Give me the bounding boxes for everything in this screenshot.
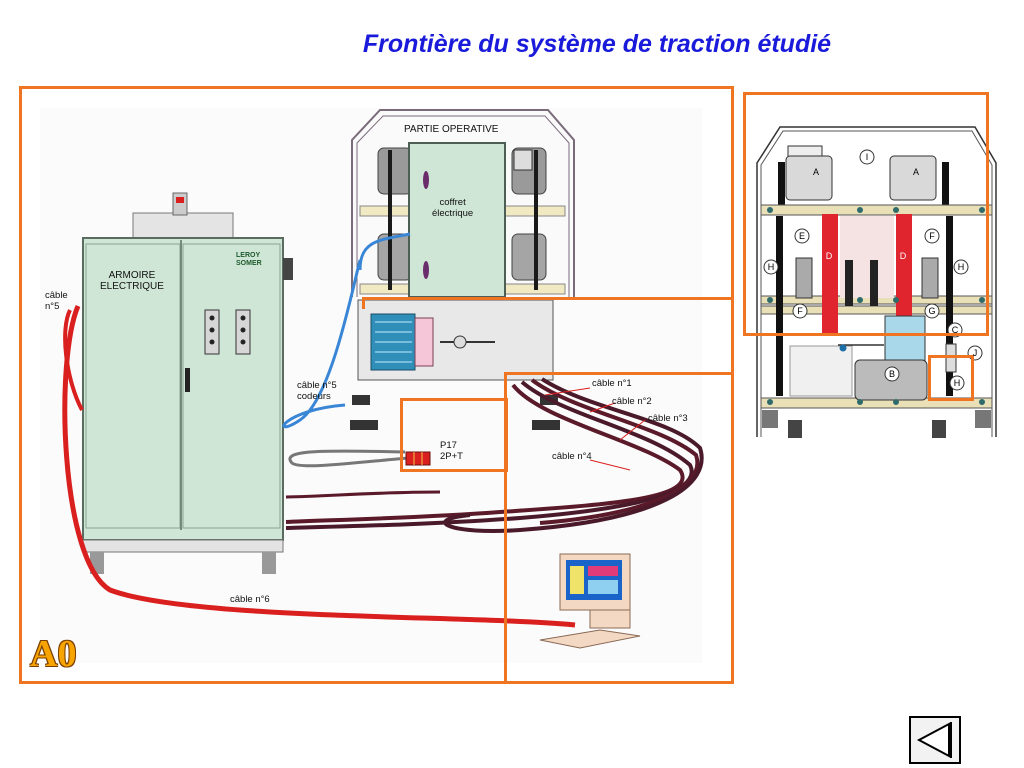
schematic-letter-d1: D xyxy=(825,251,833,261)
schematic-letter-a1: A xyxy=(812,167,819,177)
label-cable4: câble n°4 xyxy=(552,451,592,462)
boundary-frame-schematic xyxy=(743,92,989,336)
boundary-frame-plug xyxy=(400,398,508,472)
armoire-electrique xyxy=(82,192,293,574)
label-plug: P17 2P+T xyxy=(440,440,463,462)
label-cable5-left: câble n°5 xyxy=(45,290,68,312)
label-cable6: câble n°6 xyxy=(230,594,270,605)
slide-tag: A0 xyxy=(30,633,77,675)
schematic-letter-e: E xyxy=(798,231,805,241)
computer-terminal xyxy=(539,553,641,649)
schematic-letter-j: J xyxy=(972,348,978,358)
schematic-letter-i: I xyxy=(865,152,869,162)
schematic-letter-g: G xyxy=(928,306,936,316)
label-coffret: coffret électrique xyxy=(432,197,474,219)
boundary-frame-cables xyxy=(504,372,734,684)
label-cable5-codeurs: câble n°5 codeurs xyxy=(297,380,337,402)
partie-operative xyxy=(350,109,575,430)
label-partie-operative: PARTIE OPERATIVE xyxy=(404,124,499,135)
label-cable3: câble n°3 xyxy=(648,413,688,424)
slide-title: Frontière du système de traction étudié xyxy=(362,30,832,58)
schematic-letter-h1: H xyxy=(767,262,775,272)
schematic-letter-h3: H xyxy=(953,378,961,388)
schematic-drawing xyxy=(756,126,997,438)
schematic-letter-h2: H xyxy=(957,262,965,272)
schematic-letter-b: B xyxy=(888,369,895,379)
schematic-letter-f1: F xyxy=(929,231,935,241)
brand-logo: LEROY SOMER xyxy=(236,252,262,267)
schematic-letter-d2: D xyxy=(899,251,907,261)
back-button[interactable] xyxy=(909,716,961,764)
label-armoire: ARMOIRE ELECTRIQUE xyxy=(100,270,164,292)
back-arrow-icon xyxy=(916,722,952,758)
label-cable1: câble n°1 xyxy=(592,378,632,389)
plug-p17 xyxy=(405,451,431,466)
boundary-frame-partie-operative xyxy=(362,297,734,309)
boundary-frame-small xyxy=(928,355,974,401)
cables xyxy=(62,232,704,628)
schematic-letter-f2: F xyxy=(797,306,803,316)
label-cable2: câble n°2 xyxy=(612,396,652,407)
schematic-letter-c: C xyxy=(951,325,959,335)
schematic-letter-a2: A xyxy=(912,167,919,177)
